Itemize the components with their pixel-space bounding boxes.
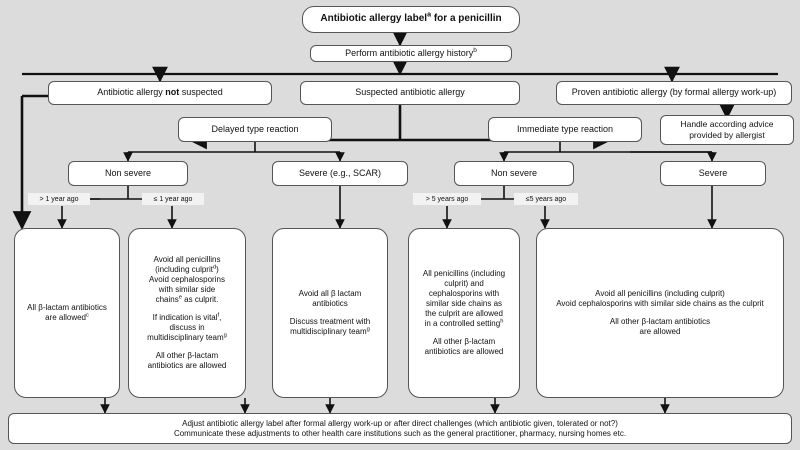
history-text: Perform antibiotic allergy history <box>345 47 474 58</box>
o4-l7: All other β-lactam <box>432 337 496 346</box>
o4-l6a: in a controlled setting <box>424 319 501 328</box>
o2-l6a: If indication is vital <box>152 313 218 322</box>
node-allergy-not-suspected[interactable]: Antibiotic allergy not suspected <box>48 81 272 105</box>
o2-l2sup: d <box>212 264 217 271</box>
o5-l3: All other β-lactam antibiotics <box>609 317 711 326</box>
spacer-5 <box>541 309 779 317</box>
o2-l9: All other β-lactam <box>155 351 219 360</box>
delayed-non-severe-label: Non severe <box>104 167 152 178</box>
node-suspected-antibiotic-allergy[interactable]: Suspected antibiotic allergy <box>300 81 520 105</box>
o2-l6sup: f <box>217 312 220 319</box>
immediate-label: Immediate type reaction <box>516 123 614 134</box>
delayed-severe-label: Severe (e.g., SCAR) <box>298 167 382 178</box>
outcome-box-immediate-controlled-setting[interactable]: All penicillins (including culprit) and … <box>408 228 520 398</box>
immediate-severe-label: Severe <box>698 167 728 178</box>
not-suspected-bold: not <box>165 87 180 98</box>
footer-line1: Adjust antibiotic allergy label after fo… <box>182 418 618 428</box>
o2-l3: Avoid cephalosporins <box>149 275 225 284</box>
footer-box-adjust-label[interactable]: Adjust antibiotic allergy label after fo… <box>8 413 792 444</box>
outcome-box-all-betalactam-allowed[interactable]: All β-lactam antibiotics are allowedc <box>14 228 120 398</box>
o2-l10: antibiotics are allowed <box>147 361 227 370</box>
history-sup: b <box>473 46 477 54</box>
o5-l4: are allowed <box>639 327 681 336</box>
o2-l8sup: g <box>223 332 227 339</box>
not-suspected-post: suspected <box>179 87 223 98</box>
spacer-3 <box>277 309 383 317</box>
o3-l4sup: g <box>366 326 370 333</box>
delayed-label: Delayed type reaction <box>211 123 299 134</box>
o2-l2a: (including culprit <box>155 265 213 274</box>
o2-l4: with similar side <box>158 285 216 294</box>
o1-line1: All β-lactam antibiotics <box>27 303 107 312</box>
o4-l5: the culprit are allowed <box>425 309 503 318</box>
o2-l2b: ) <box>216 265 219 274</box>
flag-gt5y-label: > 5 years ago <box>425 195 469 203</box>
o2-l5b: as culprit. <box>181 295 219 304</box>
o2-l8a: multidisciplinary team <box>147 333 224 342</box>
flag-le1y-label: ≤ 1 year ago <box>153 195 193 203</box>
o3-l2: antibiotics <box>312 299 348 308</box>
spacer-2 <box>133 343 241 351</box>
o3-l1: Avoid all β lactam <box>298 289 362 298</box>
spacer-1 <box>133 305 241 313</box>
flag-greater-5-years: > 5 years ago <box>413 193 481 205</box>
spacer-4 <box>413 329 515 337</box>
outcome-box-severe-delayed[interactable]: Avoid all β lactam antibiotics Discuss t… <box>272 228 388 398</box>
node-delayed-severe[interactable]: Severe (e.g., SCAR) <box>272 161 408 186</box>
flag-greater-1-year: > 1 year ago <box>28 193 90 205</box>
node-perform-allergy-history[interactable]: Perform antibiotic allergy historyb <box>310 45 512 62</box>
flag-less-equal-1-year: ≤ 1 year ago <box>142 193 204 205</box>
o4-l1: All penicillins (including <box>422 269 506 278</box>
o4-l8: antibiotics are allowed <box>424 347 504 356</box>
footer-line2: Communicate these adjustments to other h… <box>173 428 627 438</box>
suspected-label: Suspected antibiotic allergy <box>355 87 465 98</box>
o4-l4: similar side chains as <box>425 299 503 308</box>
outcome-box-avoid-all-penicillins-immediate[interactable]: Avoid all penicillins (including culprit… <box>536 228 784 398</box>
o5-l2: Avoid cephalosporins with similar side c… <box>556 299 764 308</box>
flag-le5y-label: ≤5 years ago <box>525 195 567 203</box>
immediate-non-severe-label: Non severe <box>490 167 538 178</box>
outcome-box-avoid-penicillins-delayed-recent[interactable]: Avoid all penicillins (including culprit… <box>128 228 246 398</box>
node-proven-antibiotic-allergy[interactable]: Proven antibiotic allergy (by formal all… <box>556 81 792 105</box>
o4-l6sup: h <box>500 318 504 325</box>
node-antibiotic-allergy-label[interactable]: Antibiotic allergy labela for a penicill… <box>302 6 520 33</box>
node-immediate-severe[interactable]: Severe <box>660 161 766 186</box>
o3-l3: Discuss treatment with <box>289 317 371 326</box>
proven-label: Proven antibiotic allergy (by formal all… <box>571 87 777 98</box>
title-text: Antibiotic allergy label <box>320 13 428 25</box>
flag-less-equal-5-years: ≤5 years ago <box>514 193 578 205</box>
o2-l6b: , <box>219 313 222 322</box>
o2-l5sup: e <box>178 294 182 301</box>
node-immediate-type-reaction[interactable]: Immediate type reaction <box>488 117 642 142</box>
o1-line2: are allowed <box>45 313 87 322</box>
o1-sup: c <box>86 312 89 319</box>
o2-l1: Avoid all penicillins <box>153 255 221 264</box>
node-handle-according-advice[interactable]: Handle according advice provided by alle… <box>660 115 794 145</box>
o4-l3: cephalosporins with <box>428 289 500 298</box>
title-sup: a <box>427 9 432 19</box>
o2-l5a: chains <box>155 295 179 304</box>
not-suspected-pre: Antibiotic allergy <box>97 87 166 98</box>
flag-gt1y-label: > 1 year ago <box>39 195 79 203</box>
handle-label: Handle according advice provided by alle… <box>680 119 774 140</box>
o3-l4a: multidisciplinary team <box>290 327 367 336</box>
node-immediate-non-severe[interactable]: Non severe <box>454 161 574 186</box>
node-delayed-non-severe[interactable]: Non severe <box>68 161 188 186</box>
title-text2: for a penicillin <box>431 13 502 25</box>
node-delayed-type-reaction[interactable]: Delayed type reaction <box>178 117 332 142</box>
o4-l2: culprit) and <box>444 279 484 288</box>
o2-l7: discuss in <box>169 323 205 332</box>
o5-l1: Avoid all penicillins (including culprit… <box>595 289 725 298</box>
